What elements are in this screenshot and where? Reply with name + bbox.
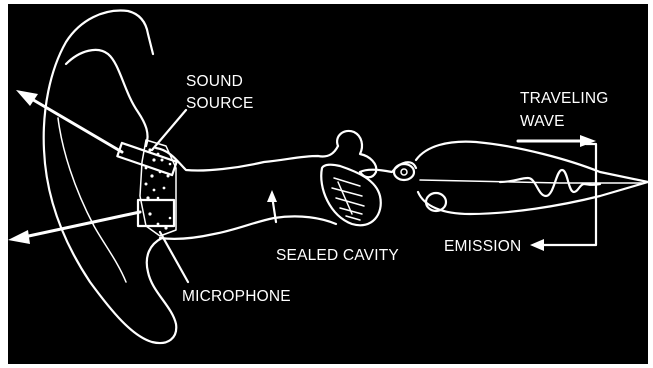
label-sound-source-line1: SOUND [186,73,243,90]
label-microphone: MICROPHONE [182,288,291,305]
label-sound-source-line2: SOURCE [186,95,254,112]
label-emission: EMISSION [444,238,521,255]
label-traveling-wave-line2: WAVE [520,113,565,130]
diagram-background [8,4,648,364]
label-traveling-wave-line1: TRAVELING [520,90,609,107]
label-sealed-cavity: SEALED CAVITY [276,247,399,264]
